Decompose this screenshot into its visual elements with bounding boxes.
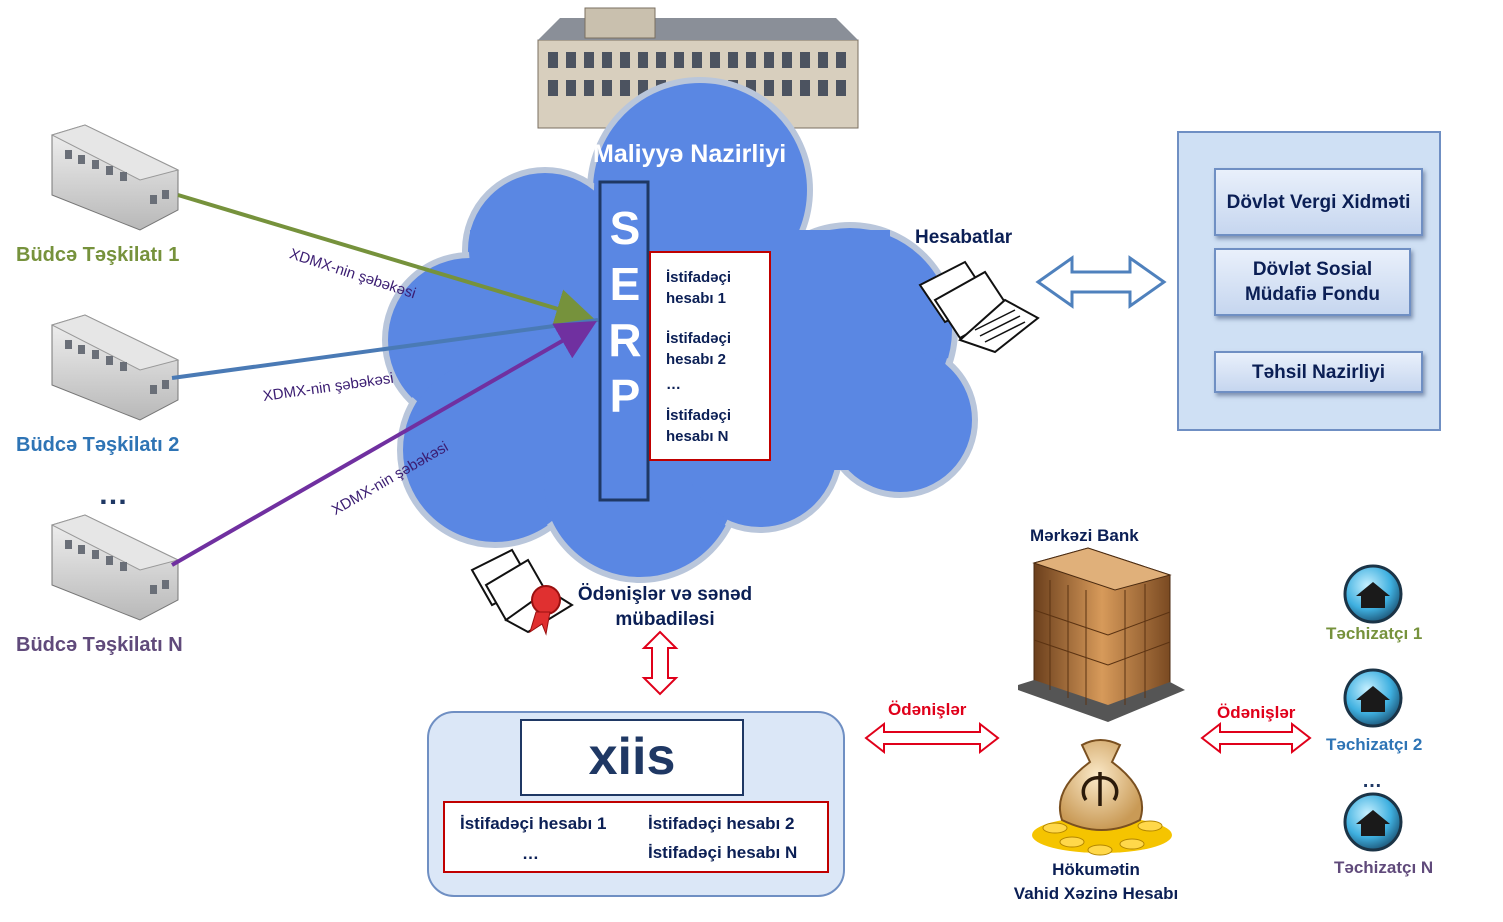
- serp-box: [598, 180, 650, 502]
- reports-document-icon: [918, 260, 1040, 354]
- serp-account: İstifadəçi hesabı N: [666, 407, 732, 445]
- xiis-account: İstifadəçi hesabı 2: [648, 814, 795, 833]
- budget-org-building-icon: [50, 314, 180, 421]
- budget-org-ellipsis: …: [98, 478, 128, 511]
- ministry-title: Maliyyə Nazirliyi: [593, 140, 787, 168]
- gov-agency-label: Dövlət Sosial Müdafiə Fondu: [1244, 259, 1381, 305]
- gov-agency-box: Dövlət Vergi Xidməti: [1214, 168, 1423, 236]
- serp-letter: P: [609, 370, 641, 422]
- serp-letter: R: [608, 314, 642, 366]
- supplier-ellipsis: …: [1362, 770, 1382, 792]
- xiis-account: İstifadəçi hesabı N: [648, 843, 798, 862]
- budget-org-label: Büdcə Təşkilatı 2: [16, 434, 180, 456]
- serp-account: İstifadəçi hesabı 1: [666, 269, 732, 307]
- xiis-account: …: [522, 844, 539, 863]
- budget-org-label: Büdcə Təşkilatı 1: [16, 244, 180, 266]
- treasury-label-line1: Hökumətin: [1052, 860, 1140, 879]
- payment-arrow-left: [864, 721, 1000, 755]
- payments-label: Ödənişlər: [888, 700, 967, 719]
- central-bank-label: Mərkəzi Bank: [1030, 526, 1139, 545]
- xiis-accounts-box: [443, 801, 829, 873]
- supplier-label: Təchizatçı 2: [1326, 735, 1423, 754]
- xiis-title: xiis: [588, 728, 676, 786]
- serp-label: S E R P: [602, 200, 648, 424]
- exchange-double-arrow: [641, 630, 679, 696]
- serp-account: …: [666, 376, 681, 393]
- supplier-house-icon: [1343, 792, 1403, 852]
- supplier-house-icon: [1343, 564, 1403, 624]
- xiis-title-box: [520, 719, 744, 796]
- central-bank-tower-icon: [1018, 547, 1185, 722]
- exchange-document-icon: [470, 548, 574, 636]
- serp-letter: E: [609, 258, 641, 310]
- network-line-n: [171, 321, 597, 567]
- serp-account: İstifadəçi hesabı 2: [666, 330, 732, 368]
- gov-agency-box: Dövlət Sosial Müdafiə Fondu: [1214, 248, 1411, 316]
- serp-accounts-box: [649, 251, 771, 461]
- payments-label: Ödənişlər: [1217, 703, 1296, 722]
- reports-double-arrow: [1035, 255, 1167, 309]
- treasury-money-bag-icon: [1032, 739, 1172, 856]
- network-line-1: [177, 193, 596, 328]
- reports-label: Hesabatlar: [915, 227, 1013, 248]
- gov-agency-label: Dövlət Vergi Xidməti: [1226, 191, 1411, 213]
- budget-org-building-icon: [50, 514, 180, 621]
- budget-org-label: Büdcə Təşkilatı N: [16, 634, 183, 656]
- supplier-label: Təchizatçı 1: [1326, 624, 1423, 643]
- payment-arrow-right: [1200, 721, 1312, 755]
- serp-letter: S: [609, 202, 641, 254]
- supplier-label: Təchizatçı N: [1334, 858, 1434, 877]
- network-line-2: [171, 318, 599, 380]
- gov-agency-box: Təhsil Nazirliyi: [1214, 351, 1423, 393]
- xiis-account: İstifadəçi hesabı 1: [460, 814, 607, 833]
- budget-org-building-icon: [50, 124, 180, 231]
- exchange-label: Ödənişlər və sənəd mübadiləsi: [577, 584, 753, 630]
- supplier-house-icon: [1343, 668, 1403, 728]
- gov-agency-label: Təhsil Nazirliyi: [1251, 361, 1386, 383]
- treasury-label-line2: Vahid Xəzinə Hesabı: [1013, 884, 1179, 903]
- ministry-building-icon: [537, 7, 859, 129]
